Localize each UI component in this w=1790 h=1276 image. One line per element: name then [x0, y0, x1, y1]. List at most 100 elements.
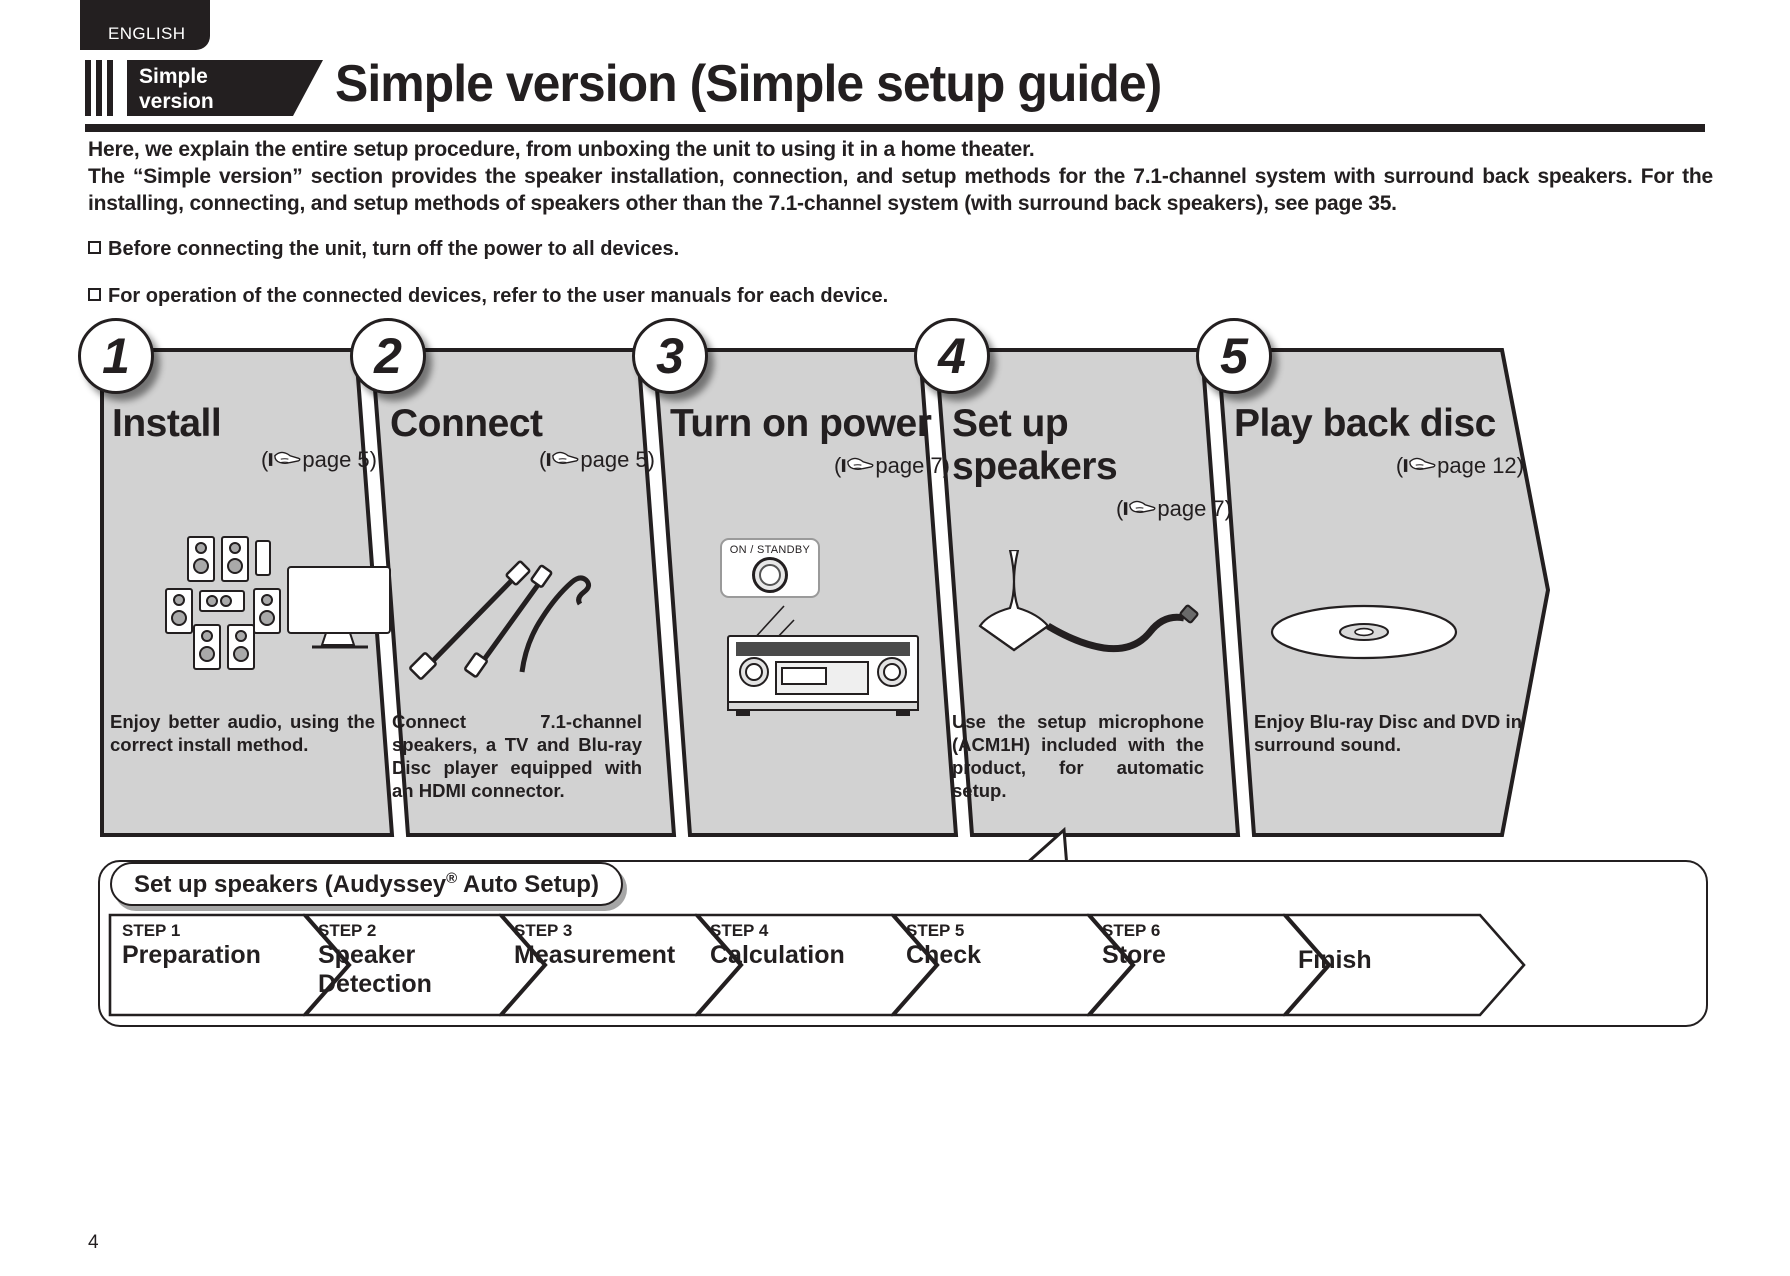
panel-1-caption: Enjoy better audio, using the correct in… [110, 711, 375, 755]
step-label-6: STEP 6 [1102, 921, 1161, 940]
step-name-6: Store [1102, 941, 1166, 969]
step-number-5: 5 [1196, 318, 1272, 394]
panel-shape-2 [369, 348, 677, 837]
step-name-1: Preparation [122, 941, 261, 969]
page-title: Simple version (Simple setup guide) [335, 55, 1162, 113]
panel-3-header: Turn on power (page 7) [670, 402, 950, 479]
pointing-hand-icon [1124, 500, 1156, 515]
panel-3-title: Turn on power [670, 402, 932, 445]
panel-3-pageref[interactable]: (page 7) [834, 453, 950, 478]
intro-bullets: Before connecting the unit, turn off the… [88, 238, 1588, 332]
registered-mark-icon: ® [446, 870, 458, 887]
panel-4-caption: Use the setup microphone (ACM1H) include… [952, 711, 1204, 801]
step-panels: 1 2 3 4 5 Install (page 5) Enjoy better … [72, 318, 1732, 880]
step-shape-5 [891, 913, 1134, 1017]
step-shape-6 [1087, 913, 1330, 1017]
panel-2-header: Connect (page 5) [390, 402, 655, 473]
step-label-1: STEP 1 [122, 921, 181, 940]
audyssey-label-text: Set up speakers (Audyssey [134, 871, 447, 898]
title-row: Simple version Simple version (Simple se… [85, 55, 1705, 120]
section-tag-line2: version [139, 90, 214, 113]
step-name-2b: Detection [318, 970, 432, 998]
panel-shape-1 [100, 348, 395, 837]
section-tag: Simple version [127, 60, 323, 116]
language-label: ENGLISH [108, 24, 186, 43]
step-item-1[interactable]: STEP 1 Preparation [122, 921, 302, 970]
panel-5-caption: Enjoy Blu-ray Disc and DVD in surround s… [1254, 711, 1522, 755]
panel-1-pageref[interactable]: (page 5) [261, 447, 377, 472]
step-name-7: Finish [1298, 946, 1372, 974]
power-button-callout-label: ON / STANDBY [729, 544, 811, 556]
decorative-bars-icon [85, 60, 121, 116]
bullet-item-1: Before connecting the unit, turn off the… [88, 238, 1588, 261]
panel-4-header: Set up speakers (page 7) [952, 402, 1232, 522]
power-button-icon[interactable] [752, 557, 788, 593]
step-item-5[interactable]: STEP 5 Check [906, 921, 1086, 970]
cables-illustration [409, 560, 592, 680]
panel-5-title: Play back disc [1234, 402, 1496, 445]
step-number-3: 3 [632, 318, 708, 394]
language-tab: ENGLISH [80, 0, 210, 50]
disc-illustration [1270, 604, 1458, 660]
title-rule [85, 124, 1705, 132]
step-item-6[interactable]: STEP 6 Store [1102, 921, 1282, 970]
section-tag-line1: Simple [139, 65, 208, 88]
panel-4-pageref-text: page 7 [1157, 496, 1225, 521]
intro-paragraph-1: Here, we explain the entire setup proced… [88, 138, 1035, 161]
setup-microphone-illustration [978, 550, 1199, 653]
step-flow-shapes [108, 913, 1526, 1017]
bullet-item-2: For operation of the connected devices, … [88, 285, 1588, 308]
panel-3-pageref-text: page 7 [875, 453, 943, 478]
intro-paragraph-2: The “Simple version” section provides th… [88, 165, 1713, 215]
panel-4-pageref[interactable]: (page 7) [1116, 496, 1232, 521]
step-name-4: Calculation [710, 941, 845, 969]
step-number-1: 1 [78, 318, 154, 394]
panel-1-title: Install [112, 402, 222, 445]
bullet-text-1: Before connecting the unit, turn off the… [108, 238, 680, 260]
panel-2-pageref-text: page 5 [580, 447, 648, 472]
receiver-illustration [727, 605, 919, 716]
pointing-hand-icon [547, 451, 579, 466]
pointing-hand-icon [269, 451, 301, 466]
bullet-box-icon [88, 241, 101, 254]
step-label-2: STEP 2 [318, 921, 377, 940]
panel-2-title: Connect [390, 402, 543, 445]
panel-5-header: Play back disc (page 12) [1234, 402, 1524, 479]
step-name-5: Check [906, 941, 982, 969]
panel-5-pageref[interactable]: (page 12) [1395, 453, 1524, 478]
panel-1-header: Install (page 5) [112, 402, 377, 473]
panel-1-pageref-text: page 5 [302, 447, 370, 472]
step-item-7[interactable]: Finish [1298, 946, 1478, 975]
step-label-3: STEP 3 [514, 921, 573, 940]
panel-5-pageref-text: page 12 [1437, 453, 1517, 478]
step-label-5: STEP 5 [906, 921, 965, 940]
step-name-2: Speaker [318, 941, 416, 969]
intro-text: Here, we explain the entire setup proced… [88, 136, 1713, 217]
step-shape-4 [695, 913, 938, 1017]
panel-2-pageref[interactable]: (page 5) [539, 447, 655, 472]
step-flow-labels: STEP 1 Preparation STEP 2 Speaker Detect… [108, 913, 1700, 1017]
step-shape-7 [1283, 913, 1526, 1017]
audyssey-step-flow: STEP 1 Preparation STEP 2 Speaker Detect… [108, 913, 1700, 1017]
panel-4-title: Set up speakers [952, 402, 1118, 488]
pointing-hand-icon [842, 457, 874, 472]
audyssey-label: Set up speakers (Audyssey® Auto Setup) [110, 862, 623, 906]
step-shape-2 [303, 913, 546, 1017]
step-item-3[interactable]: STEP 3 Measurement [514, 921, 724, 970]
panel-shape-4 [933, 348, 1241, 837]
page-number: 4 [88, 1232, 99, 1253]
pointing-hand-icon [1404, 457, 1436, 472]
panel-2-caption: Connect 7.1-channel speakers, a TV and B… [392, 711, 642, 801]
step-shape-3 [499, 913, 742, 1017]
step-number-4: 4 [914, 318, 990, 394]
step-item-4[interactable]: STEP 4 Calculation [710, 921, 890, 970]
step-number-2: 2 [350, 318, 426, 394]
step-name-3: Measurement [514, 941, 676, 969]
bullet-text-2: For operation of the connected devices, … [108, 285, 889, 307]
step-item-2[interactable]: STEP 2 Speaker Detection [318, 921, 498, 999]
step-label-4: STEP 4 [710, 921, 769, 940]
panel-shape-5 [1215, 348, 1551, 837]
speakers-and-tv-illustration [165, 536, 391, 670]
step-shape-1 [108, 913, 350, 1017]
power-button-callout: ON / STANDBY [720, 538, 820, 598]
